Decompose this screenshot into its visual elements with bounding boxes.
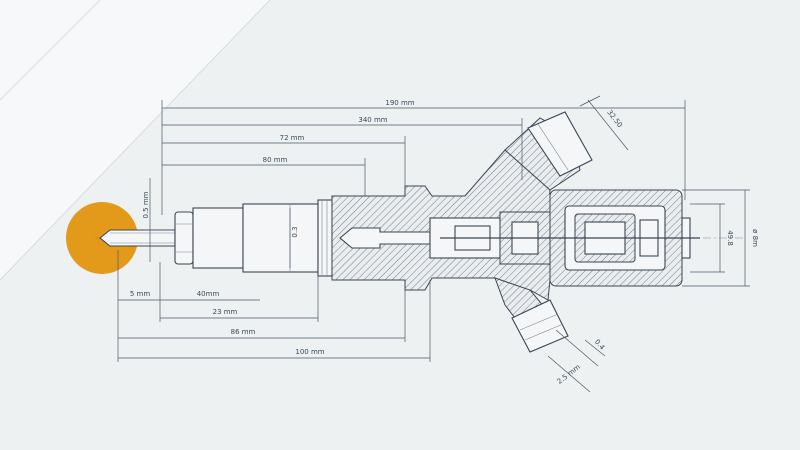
hex-nut bbox=[174, 211, 194, 265]
dim-32-50: 32.50 bbox=[605, 108, 624, 129]
dim-49-8: 49.8 bbox=[726, 230, 734, 246]
nozzle-tip bbox=[99, 229, 176, 247]
return-connector bbox=[511, 299, 569, 353]
background-diagonal-2 bbox=[0, 0, 101, 101]
dim-190: 190 mm bbox=[385, 99, 414, 107]
dimension-lines bbox=[117, 95, 750, 393]
background-diagonal bbox=[0, 0, 271, 281]
dim-72: 72 mm bbox=[280, 134, 305, 142]
dim-0-4: 0.4 bbox=[593, 338, 607, 352]
dim-40: 40mm bbox=[197, 290, 220, 298]
nozzle-body bbox=[192, 207, 244, 269]
dim-23: 23 mm bbox=[213, 308, 238, 316]
dim-86: 86 mm bbox=[231, 328, 256, 336]
dim-80: 80 mm bbox=[263, 156, 288, 164]
holder-body bbox=[242, 203, 319, 273]
dim-100: 100 mm bbox=[295, 348, 324, 356]
dim-5: 5 mm bbox=[130, 290, 150, 298]
dim-phi-0-3: 0.3 bbox=[291, 226, 299, 237]
dim-0-5: 0.5 mm bbox=[142, 191, 150, 218]
dim-340: 340 mm bbox=[358, 116, 387, 124]
dim-phi-8: ø 8m bbox=[751, 229, 759, 247]
collar bbox=[317, 199, 333, 277]
fuel-inlet-tube bbox=[527, 111, 593, 177]
